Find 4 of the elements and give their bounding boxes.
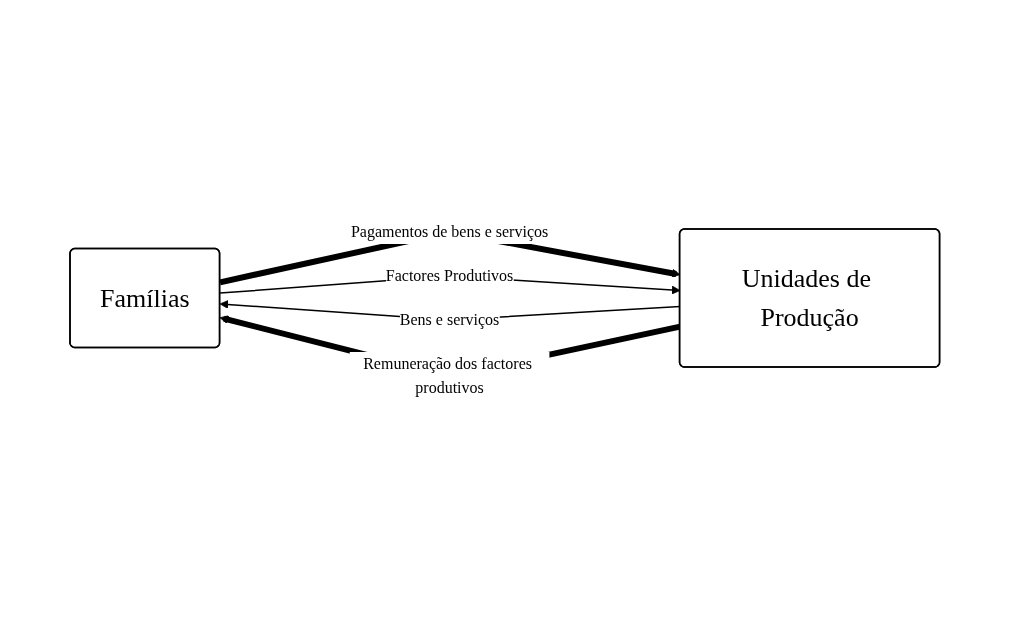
edge-label: Remuneração dos factores produtivos <box>362 355 532 396</box>
edge-label: Factores Produtivos <box>385 267 514 284</box>
edge-label: Pagamentos de bens e serviços <box>350 223 548 240</box>
edge-label: Bens e serviços <box>399 311 500 328</box>
